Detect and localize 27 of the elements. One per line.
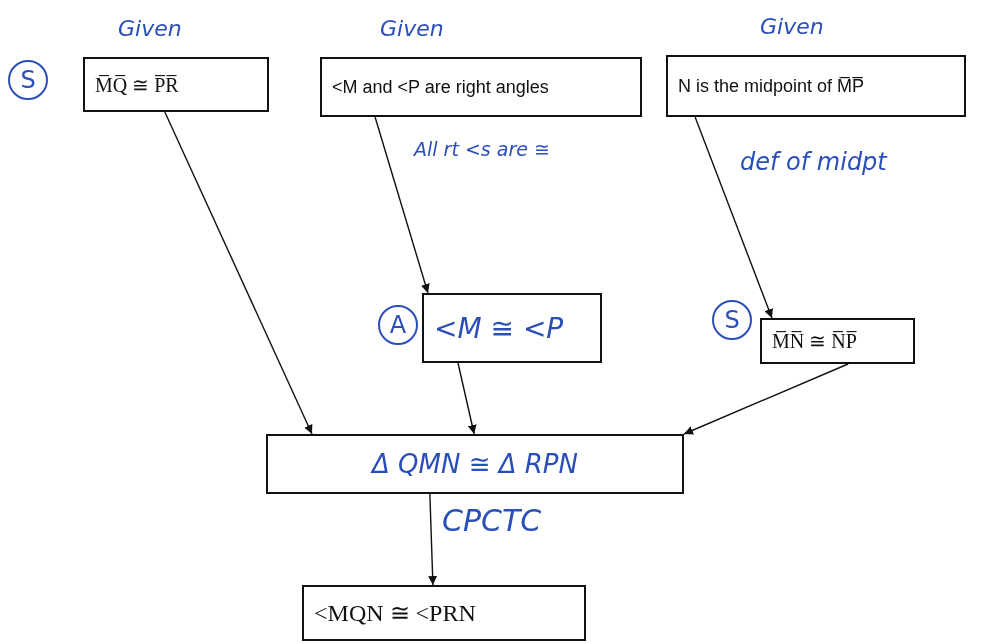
statement-text: <M ≅ <P	[434, 311, 564, 345]
statement-text: N is the midpoint of M̅P̅	[678, 75, 865, 97]
statement-box	[83, 57, 269, 112]
statement-box	[302, 585, 586, 641]
statement-text: <M and <P are right angles	[332, 76, 549, 98]
arrow	[457, 362, 477, 435]
arrow	[374, 116, 430, 294]
arrow	[164, 111, 313, 435]
statement-text: Δ QMN ≅ Δ RPN	[372, 449, 578, 479]
statement-text: M̅N̅ ≅ N̅P̅	[772, 329, 857, 353]
reason-note: Given	[118, 16, 182, 41]
statement-box	[266, 434, 684, 494]
reason-note: Given	[760, 14, 824, 39]
circled-letter: S	[712, 300, 752, 340]
statement-text: M̅Q̅ ≅ P̅R̅	[95, 72, 179, 97]
arrow	[428, 493, 438, 586]
circled-letter: S	[8, 60, 48, 100]
statement-box	[422, 293, 602, 363]
edge-label: def of midpt	[738, 148, 889, 176]
statement-box	[760, 318, 915, 364]
circled-letter: A	[378, 305, 418, 345]
arrow	[683, 363, 849, 435]
statement-box	[666, 55, 966, 117]
reason-note: Given	[380, 16, 444, 41]
statement-text: <MQN ≅ <PRN	[314, 599, 476, 627]
statement-box	[320, 57, 642, 117]
arrow	[694, 116, 773, 319]
